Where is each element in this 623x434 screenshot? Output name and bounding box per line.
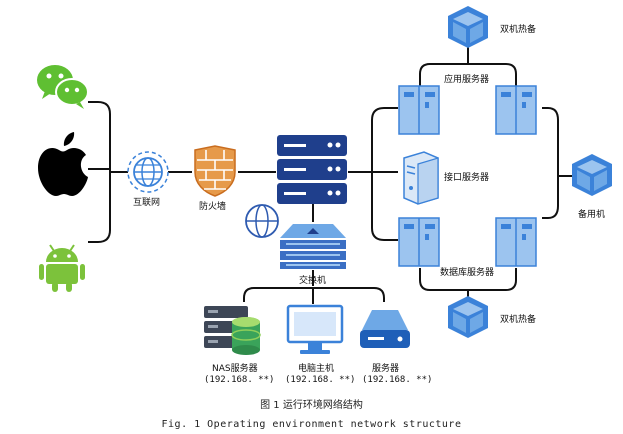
router-server-icon <box>277 135 347 204</box>
apple-icon <box>38 132 88 196</box>
pc-label: 电脑主机 <box>298 364 335 374</box>
server-drive-icon <box>360 310 410 348</box>
backup-machine-icon <box>572 154 612 196</box>
backup-label: 备用机 <box>578 210 606 220</box>
connector-lines <box>88 44 574 304</box>
pc-ip-label: (192.168. **) <box>285 375 356 385</box>
server-label: 服务器 <box>372 364 400 374</box>
switch-label: 交换机 <box>299 276 327 286</box>
firewall-icon <box>194 145 236 197</box>
server-ip-label: (192.168. **) <box>362 375 433 385</box>
api-server-icon <box>403 151 439 205</box>
hot-standby-top-icon <box>448 6 488 48</box>
android-icon <box>39 244 85 292</box>
hot-standby-bottom-icon <box>448 296 488 338</box>
pc-monitor-icon <box>286 304 344 354</box>
figure-caption-en: Fig. 1 Operating environment network str… <box>161 419 462 430</box>
db-server-left-icon <box>398 217 440 267</box>
app-server-right-icon <box>495 85 537 135</box>
db-server-right-icon <box>495 217 537 267</box>
nas-server-icon <box>204 306 261 355</box>
internet-globe-icon <box>127 151 169 193</box>
figure-caption-cn: 图 1 运行环境网络结构 <box>260 400 363 411</box>
app-server-left-icon <box>398 85 440 135</box>
hot-standby-bottom-label: 双机热备 <box>500 315 537 325</box>
app-servers-label: 应用服务器 <box>444 75 490 85</box>
hot-standby-top-label: 双机热备 <box>500 25 537 35</box>
switch-icon <box>280 224 346 269</box>
nas-label: NAS服务器 <box>212 364 258 374</box>
firewall-label: 防火墙 <box>199 202 227 212</box>
api-server-label: 接口服务器 <box>444 173 490 183</box>
db-servers-label: 数据库服务器 <box>440 268 495 278</box>
network-globe-icon <box>245 204 279 238</box>
wechat-icon <box>37 65 89 109</box>
internet-label: 互联网 <box>133 198 161 208</box>
nas-ip-label: (192.168. **) <box>204 375 275 385</box>
